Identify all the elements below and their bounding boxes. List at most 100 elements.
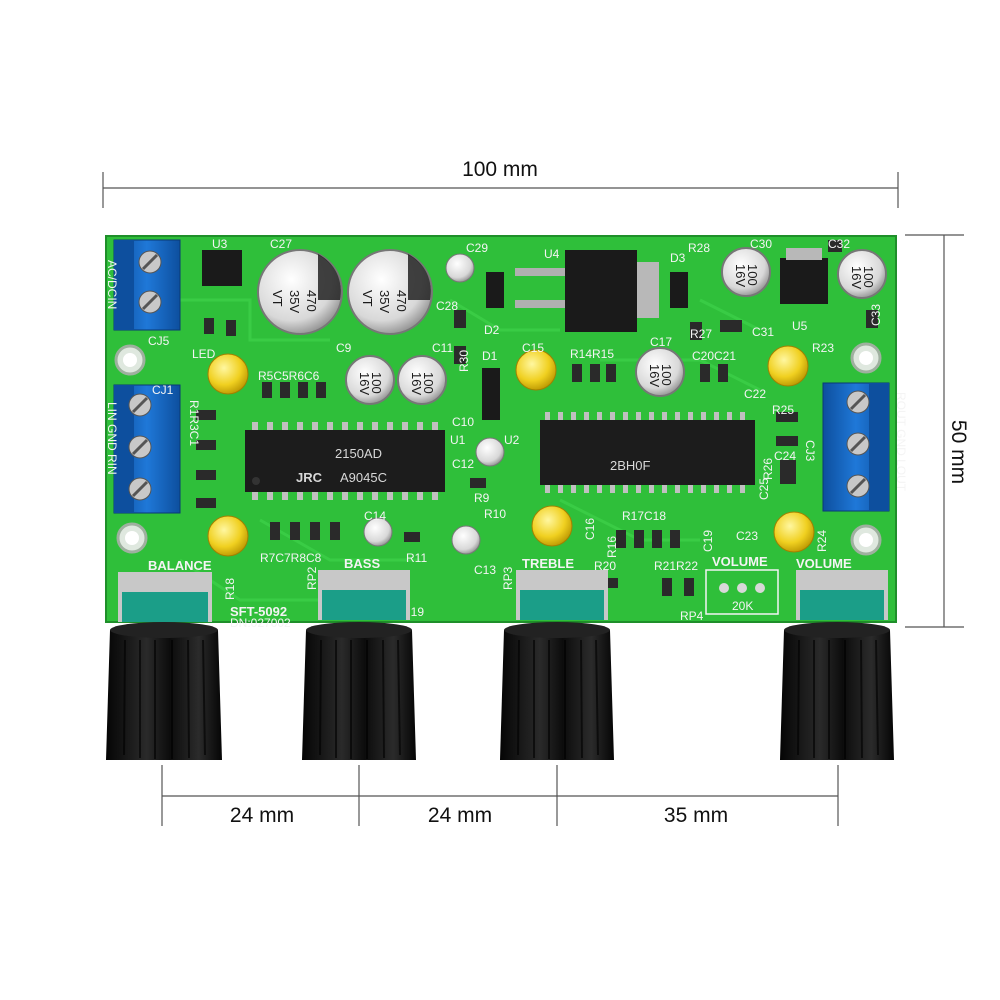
big-cap-1-value: 470 <box>304 290 319 312</box>
ic-u2: 2BH0F <box>540 412 755 493</box>
svg-text:C20C21: C20C21 <box>692 349 736 363</box>
svg-text:R20: R20 <box>594 559 616 573</box>
svg-text:C23: C23 <box>736 529 758 543</box>
svg-text:U4: U4 <box>544 247 560 261</box>
dimension-lines <box>102 172 964 826</box>
svg-text:C12: C12 <box>452 457 474 471</box>
svg-text:RP2: RP2 <box>305 566 319 590</box>
svg-text:D2: D2 <box>484 323 500 337</box>
big-cap-1-voltage: 35V <box>287 290 302 313</box>
svg-text:C29: C29 <box>466 241 488 255</box>
knob-balance[interactable] <box>106 622 222 760</box>
svg-text:100: 100 <box>421 372 436 394</box>
knob-volume[interactable] <box>780 622 894 760</box>
svg-text:RP3: RP3 <box>501 566 515 590</box>
svg-text:16V: 16V <box>849 266 864 289</box>
silk-balance: BALANCE <box>148 558 212 573</box>
svg-text:C19: C19 <box>701 530 715 552</box>
svg-text:R5C5R6C6: R5C5R6C6 <box>258 369 320 383</box>
svg-text:16V: 16V <box>647 364 662 387</box>
svg-text:C30: C30 <box>750 237 772 251</box>
svg-text:R7C7R8C8: R7C7R8C8 <box>260 551 322 565</box>
svg-text:C17: C17 <box>650 335 672 349</box>
terminal-output <box>822 382 890 512</box>
big-capacitor-1: 470 35V VT <box>257 249 343 335</box>
big-cap-2-value: 470 <box>394 290 409 312</box>
pot-bases <box>118 570 888 622</box>
svg-text:C13: C13 <box>474 563 496 577</box>
terminal-power <box>113 239 181 331</box>
spacing-1-label: 24 mm <box>229 804 295 827</box>
trimmer-rp4 <box>705 569 779 615</box>
ic-u1-lot: A9045C <box>340 470 387 485</box>
silk-model: SFT-5092 <box>230 604 287 619</box>
small-capacitor-c9: 100 16V <box>345 355 395 405</box>
svg-text:R17C18: R17C18 <box>622 509 666 523</box>
silk-volume: VOLUME <box>796 556 852 571</box>
ic-u1: 2150AD JRC A9045C <box>245 422 445 500</box>
svg-text:16V: 16V <box>357 372 372 395</box>
svg-text:C33: C33 <box>869 304 883 326</box>
small-capacitor-c32: 100 16V <box>837 249 887 299</box>
regulator-u3 <box>202 250 242 286</box>
mounting-holes <box>114 342 882 556</box>
svg-text:C9: C9 <box>336 341 352 355</box>
svg-text:D1: D1 <box>482 349 498 363</box>
svg-text:16V: 16V <box>409 372 424 395</box>
svg-text:C32: C32 <box>828 237 850 251</box>
svg-text:C11: C11 <box>432 341 453 355</box>
silk-input: LIN GND RIN <box>105 402 119 475</box>
silk-output: ROUT GND LOUT <box>894 392 908 492</box>
small-capacitor-c30: 100 16V <box>721 247 771 297</box>
svg-text:R14R15: R14R15 <box>570 347 614 361</box>
svg-text:U2: U2 <box>504 433 520 447</box>
svg-text:C15: C15 <box>522 341 544 355</box>
svg-text:C27: C27 <box>270 237 292 251</box>
svg-text:R10: R10 <box>484 507 506 521</box>
svg-text:R18: R18 <box>223 578 237 600</box>
svg-text:C14: C14 <box>364 509 386 523</box>
regulator-u4 <box>515 250 659 332</box>
big-cap-1-series: VT <box>270 290 285 307</box>
svg-text:R28: R28 <box>688 241 710 255</box>
silk-cj5: CJ5 <box>148 334 170 348</box>
knob-bass[interactable] <box>302 622 416 760</box>
regulator-u5 <box>780 248 828 304</box>
svg-text:U5: U5 <box>792 319 808 333</box>
silk-treble: TREBLE <box>522 556 574 571</box>
width-dimension-label: 100 mm <box>462 158 538 181</box>
silk-power: AC/DCIN <box>105 260 119 309</box>
svg-text:R24: R24 <box>815 530 829 552</box>
silk-cj3: CJ3 <box>803 440 817 462</box>
smd-components <box>196 240 878 596</box>
knob-treble[interactable] <box>500 622 614 760</box>
spacing-2-label: 24 mm <box>427 804 493 827</box>
svg-text:R9: R9 <box>474 491 490 505</box>
silk-cj1: CJ1 <box>152 383 174 397</box>
svg-text:100: 100 <box>745 264 760 286</box>
svg-text:C25: C25 <box>757 478 771 500</box>
diodes <box>482 272 688 420</box>
spacing-3-label: 35 mm <box>663 804 729 827</box>
small-capacitor-c17: 100 16V <box>635 347 685 397</box>
svg-text:R21R22: R21R22 <box>654 559 698 573</box>
svg-text:R11: R11 <box>406 551 427 565</box>
svg-text:R30: R30 <box>457 350 471 372</box>
svg-text:C22: C22 <box>744 387 766 401</box>
svg-text:R16: R16 <box>605 536 619 558</box>
svg-text:C31: C31 <box>752 325 774 339</box>
big-cap-2-series: VT <box>360 290 375 307</box>
svg-text:D3: D3 <box>670 251 686 265</box>
svg-text:R1R3C1: R1R3C1 <box>187 400 201 446</box>
small-capacitor-c11: 100 16V <box>397 355 447 405</box>
silk-bass: BASS <box>344 556 380 571</box>
big-capacitor-2: 470 35V VT <box>347 249 433 335</box>
svg-text:U3: U3 <box>212 237 228 251</box>
ic-u1-brand: JRC <box>296 470 323 485</box>
svg-text:C28: C28 <box>436 299 458 313</box>
svg-text:LED: LED <box>192 347 216 361</box>
svg-text:U1: U1 <box>450 433 466 447</box>
yellow-capacitors <box>207 345 815 557</box>
silkscreen: AC/DCIN CJ5 LIN GND RIN CJ1 ROUT GND LOU… <box>105 237 908 630</box>
